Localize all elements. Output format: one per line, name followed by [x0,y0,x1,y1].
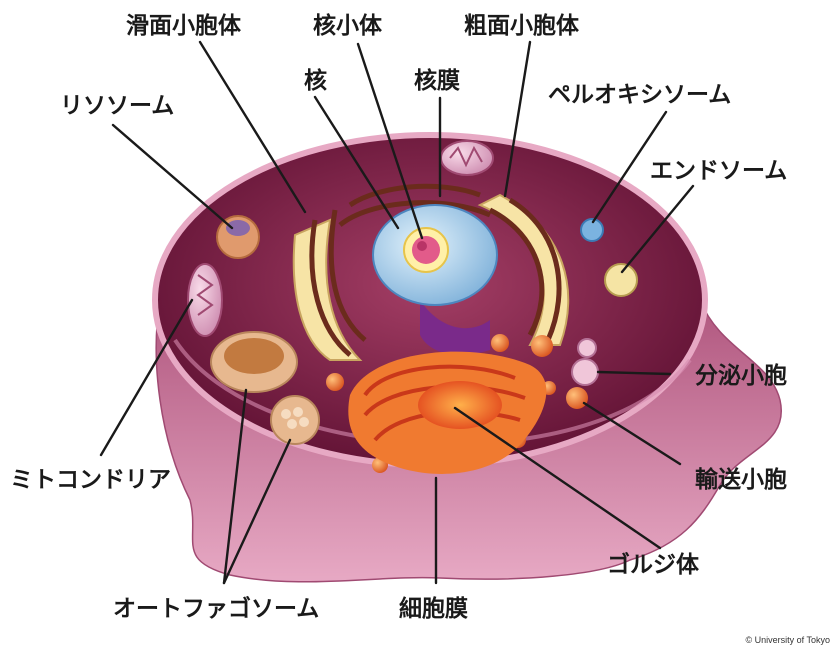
transport-vesicle-shape [566,387,588,409]
label-secretory-vesicle: 分泌小胞 [695,362,787,389]
label-autophagosome: オートファゴソーム [113,595,319,622]
nucleolus-shape [412,236,440,264]
label-nuclear-envelope: 核膜 [414,67,460,94]
label-smooth-er: 滑面小胞体 [126,12,242,39]
label-nucleolus: 核小体 [313,12,383,39]
label-peroxisome: ペルオキシソーム [548,82,731,108]
endosome-shape [605,264,637,296]
label-nucleus: 核 [304,67,327,94]
label-mitochondria: ミトコンドリア [10,467,171,493]
mitochondrion-shape-top [441,141,493,175]
copyright-notice: © University of Tokyo [746,635,831,645]
secretory-vesicle-shape [572,359,598,385]
label-endosome: エンドソーム [650,158,787,184]
label-cell-membrane: 細胞膜 [399,595,468,622]
label-golgi: ゴルジ体 [607,551,700,578]
label-transport-vesicle: 輸送小胞 [695,466,787,493]
label-rough-er: 粗面小胞体 [464,12,580,39]
leader-lysosome [113,125,232,228]
label-lysosome: リソソーム [60,93,174,119]
